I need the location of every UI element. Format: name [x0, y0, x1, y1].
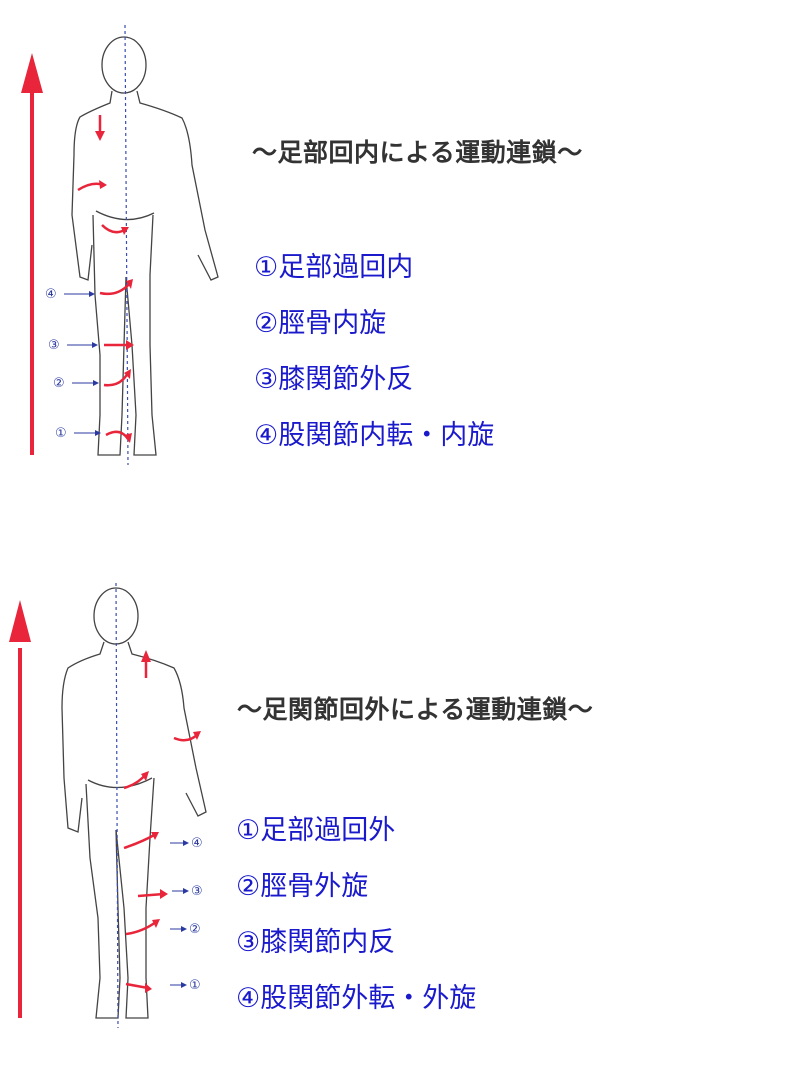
upward-arrow-icon [21, 53, 43, 455]
marker-2: ② [53, 376, 65, 391]
body-outline-illustration [71, 36, 219, 456]
step-list: ①足部過回外 ②脛骨外旋 ③膝関節内反 ④股関節外転・外旋 [236, 803, 476, 1027]
upward-arrow-icon [9, 600, 31, 1018]
step-item-2: ②脛骨内旋 [254, 308, 387, 339]
marker-3: ③ [191, 884, 203, 899]
rotation-arrow-icon [123, 658, 199, 990]
panel-supination-chain: ④ ③ ② ① 〜足関節回外による運動連鎖〜 ①足部過回外 ②脛骨外旋 ③膝関節… [0, 578, 797, 1078]
panel-pronation-chain: ④ ③ ② ① 〜足部回内による運動連鎖〜 ①足部過回内 ②脛骨内旋 ③膝関節外… [0, 15, 797, 515]
step-item-4: ④股関節外転・外旋 [236, 983, 477, 1014]
body-outline-illustration [61, 587, 207, 1019]
marker-1: ① [189, 978, 201, 993]
body-midline [115, 582, 119, 1029]
step-markers: ④ ③ ② ① [170, 836, 203, 993]
step-item-3: ③膝関節外反 [254, 364, 414, 395]
marker-3: ③ [48, 338, 60, 353]
step-list: ①足部過回内 ②脛骨内旋 ③膝関節外反 ④股関節内転・内旋 [254, 240, 494, 464]
chain-title: 〜足部回内による運動連鎖〜 [252, 138, 583, 167]
step-item-1: ①足部過回外 [236, 815, 396, 846]
marker-2: ② [189, 922, 201, 937]
step-item-4: ④股関節内転・内旋 [254, 420, 495, 451]
rotation-arrow-icon [77, 115, 131, 440]
step-item-1: ①足部過回内 [254, 252, 414, 283]
marker-1: ① [55, 426, 67, 441]
body-illustration-2: ④ ③ ② ① [9, 582, 207, 1029]
body-midline [124, 24, 129, 466]
marker-4: ④ [191, 836, 203, 851]
body-illustration-1: ④ ③ ② ① [21, 24, 219, 466]
step-item-2: ②脛骨外旋 [236, 871, 369, 902]
step-item-3: ③膝関節内反 [236, 927, 396, 958]
step-markers: ④ ③ ② ① [45, 287, 101, 441]
marker-4: ④ [45, 287, 57, 302]
chain-title: 〜足関節回外による運動連鎖〜 [237, 695, 594, 724]
